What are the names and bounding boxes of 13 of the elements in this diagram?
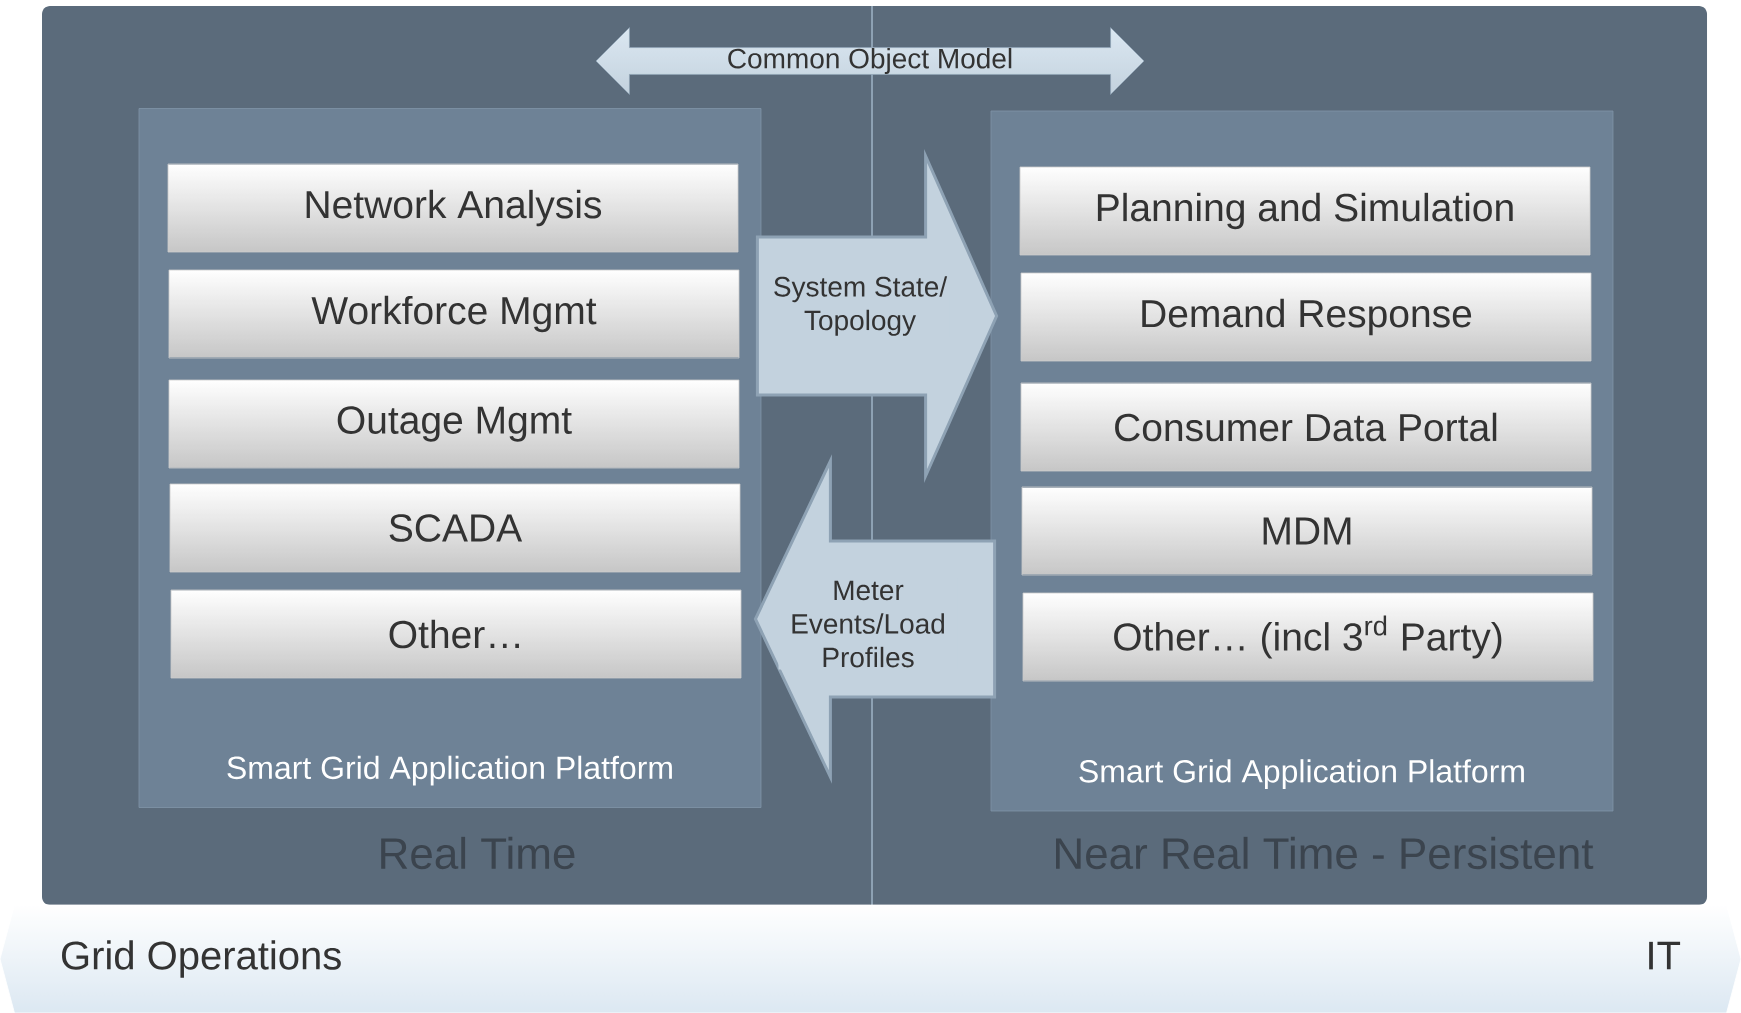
process-box: Workforce Mgmt xyxy=(168,269,740,359)
process-box: Other… (incl 3$^{rd}$ Party) xyxy=(1022,592,1594,682)
process-box: SCADA xyxy=(169,483,741,573)
process-box: Planning and Simulation xyxy=(1019,166,1591,256)
process-box: MDM xyxy=(1021,486,1593,576)
process-box: Demand Response xyxy=(1020,272,1592,362)
process-box: Consumer Data Portal xyxy=(1020,382,1592,472)
band: Grid Operations IT xyxy=(0,904,1741,1013)
edge-label: System State/ Topology xyxy=(770,274,950,338)
process-box: Outage Mgmt xyxy=(168,379,740,469)
process-box: Network Analysis xyxy=(167,163,739,253)
edge-label: Meter Events/Load Profiles xyxy=(778,578,958,670)
process-box: Other… xyxy=(170,589,742,679)
